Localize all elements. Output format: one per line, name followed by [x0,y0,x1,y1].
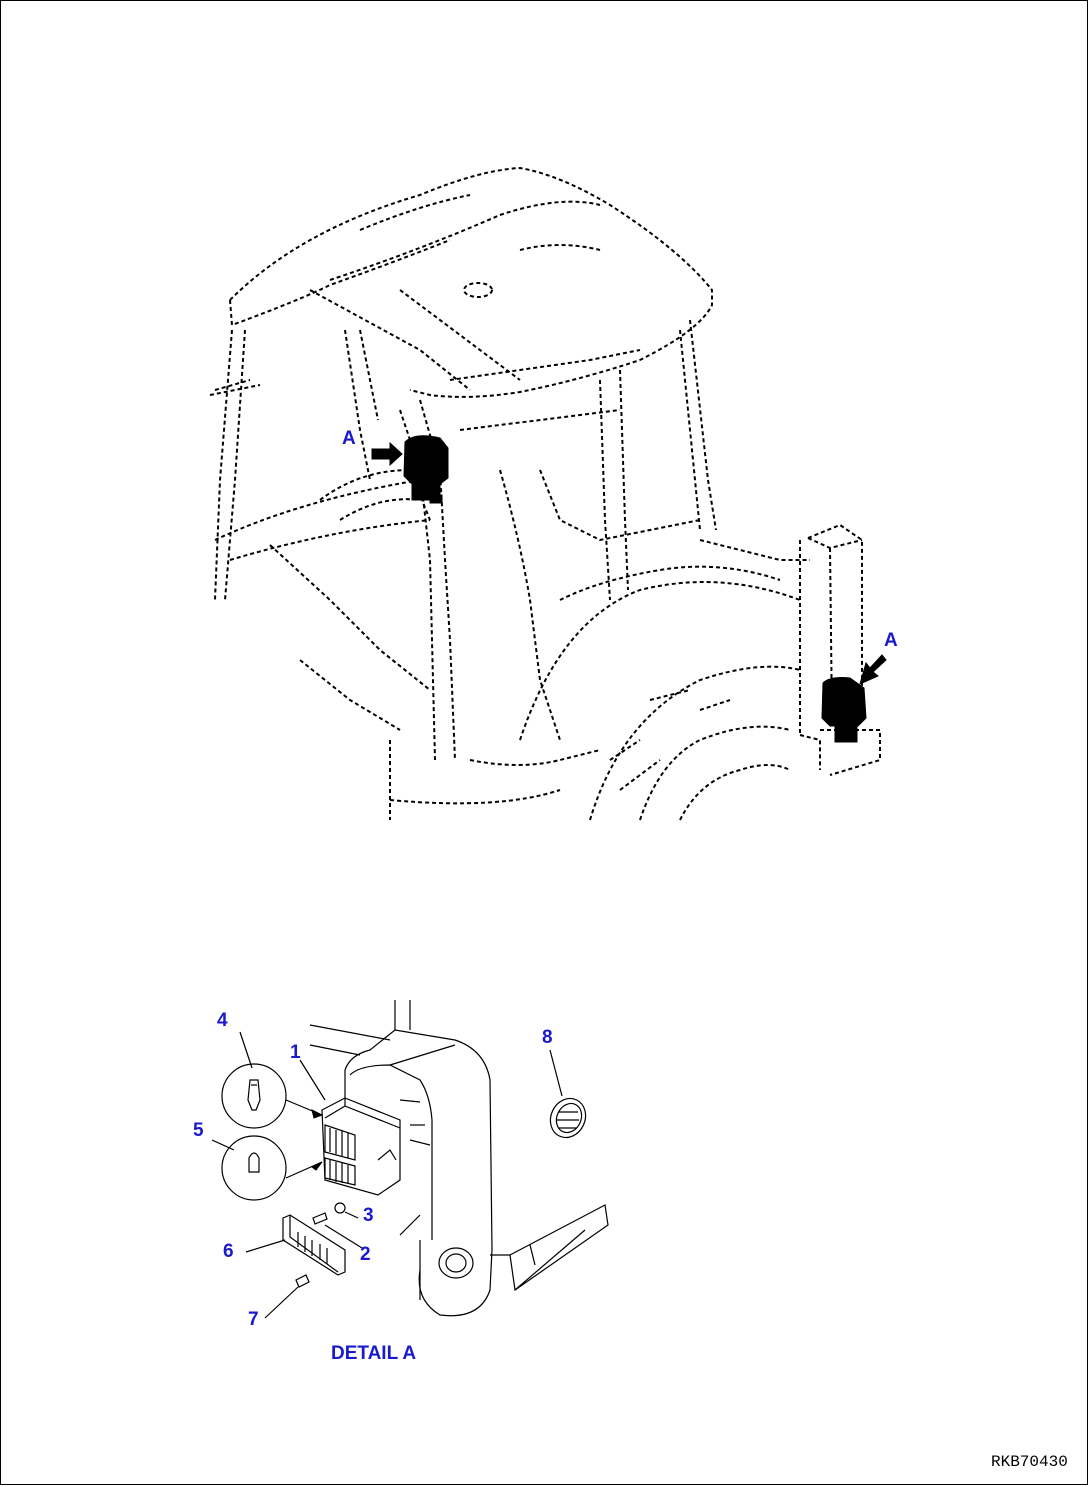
part-number-6: 6 [223,1241,234,1262]
cab-canopy [209,166,881,821]
leader-line-3 [344,1211,359,1219]
arrow-icon [371,441,403,467]
leader-line-6 [245,1239,286,1253]
part-number-4: 4 [217,1010,228,1031]
leader-line-1 [299,1059,326,1101]
reflector [549,1097,587,1139]
part-number-8: 8 [542,1027,553,1048]
rear-lamp-upper [403,435,449,504]
callout-a-upper: A [342,428,356,449]
part-number-1: 1 [290,1042,301,1063]
detail-title: DETAIL A [331,1343,417,1364]
bulb-detail-circle-4 [221,1063,287,1129]
rear-lamp-lower [821,677,867,743]
part-number-3: 3 [363,1205,374,1226]
arrow-icon [859,654,887,685]
part-number-7: 7 [248,1309,259,1330]
lamp-lens-upper [324,1124,356,1161]
detail-a-drawing [211,1000,609,1319]
lamp-lens-lower [324,1157,356,1186]
leader-line-4 [239,1031,253,1069]
part-number-5: 5 [193,1120,204,1141]
leader-line-2 [324,1224,363,1249]
callout-a-lower: A [884,630,898,651]
leader-line-5 [211,1139,235,1151]
drawing-code: RKB70430 [991,1453,1068,1471]
leader-line-7 [264,1286,299,1319]
leader-line-8 [549,1049,563,1097]
bulb-detail-circle-5 [221,1135,287,1201]
part-number-2: 2 [360,1244,371,1265]
